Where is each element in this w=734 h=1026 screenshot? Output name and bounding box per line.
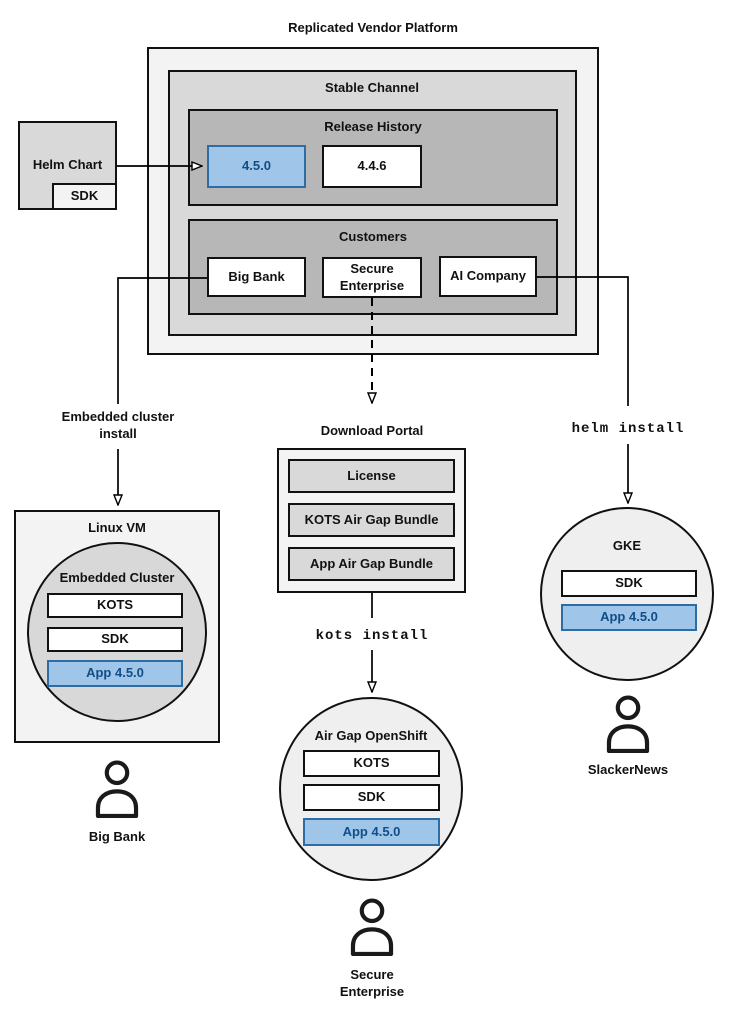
helm-chart-sdk-box: SDK xyxy=(52,183,117,210)
customer-ai-company-box[interactable]: AI Company xyxy=(439,256,537,297)
big-bank-user-label: Big Bank xyxy=(88,829,146,844)
big-bank-user-icon xyxy=(91,758,143,826)
linux-vm-label: Linux VM xyxy=(88,520,146,535)
openshift-sdk-box: SDK xyxy=(303,784,440,811)
embedded-cluster-app-box: App 4.5.0 xyxy=(47,660,183,687)
release-history-label: Release History xyxy=(324,119,422,134)
release-version-450-box[interactable]: 4.5.0 xyxy=(207,145,306,188)
airgap-openshift-label: Air Gap OpenShift xyxy=(314,728,428,743)
customer-big-bank-box[interactable]: Big Bank xyxy=(207,257,306,297)
license-box[interactable]: License xyxy=(288,459,455,493)
embedded-cluster-sdk-box: SDK xyxy=(47,627,183,652)
gke-app-box: App 4.5.0 xyxy=(561,604,697,631)
gke-sdk-box: SDK xyxy=(561,570,697,597)
slackernews-user-icon xyxy=(602,693,654,761)
download-portal-label: Download Portal xyxy=(320,423,424,438)
helm-install-label: helm install xyxy=(571,421,685,437)
embedded-cluster-label: Embedded Cluster xyxy=(59,570,175,585)
secure-enterprise-user-label: Secure Enterprise xyxy=(339,967,405,999)
openshift-app-box: App 4.5.0 xyxy=(303,818,440,846)
customers-label: Customers xyxy=(339,229,407,244)
embedded-cluster-install-label: Embedded cluster install xyxy=(61,409,175,441)
secure-enterprise-user-icon xyxy=(346,896,398,964)
diagram-title: Replicated Vendor Platform xyxy=(288,20,458,35)
gke-label: GKE xyxy=(612,538,642,553)
kots-install-label: kots install xyxy=(315,628,429,644)
customer-secure-enterprise-box[interactable]: Secure Enterprise xyxy=(322,257,422,298)
slackernews-user-label: SlackerNews xyxy=(587,762,669,777)
embedded-cluster-kots-box: KOTS xyxy=(47,593,183,618)
app-airgap-bundle-box[interactable]: App Air Gap Bundle xyxy=(288,547,455,581)
stable-channel-label: Stable Channel xyxy=(325,80,419,95)
kots-airgap-bundle-box[interactable]: KOTS Air Gap Bundle xyxy=(288,503,455,537)
release-version-446-box[interactable]: 4.4.6 xyxy=(322,145,422,188)
openshift-kots-box: KOTS xyxy=(303,750,440,777)
